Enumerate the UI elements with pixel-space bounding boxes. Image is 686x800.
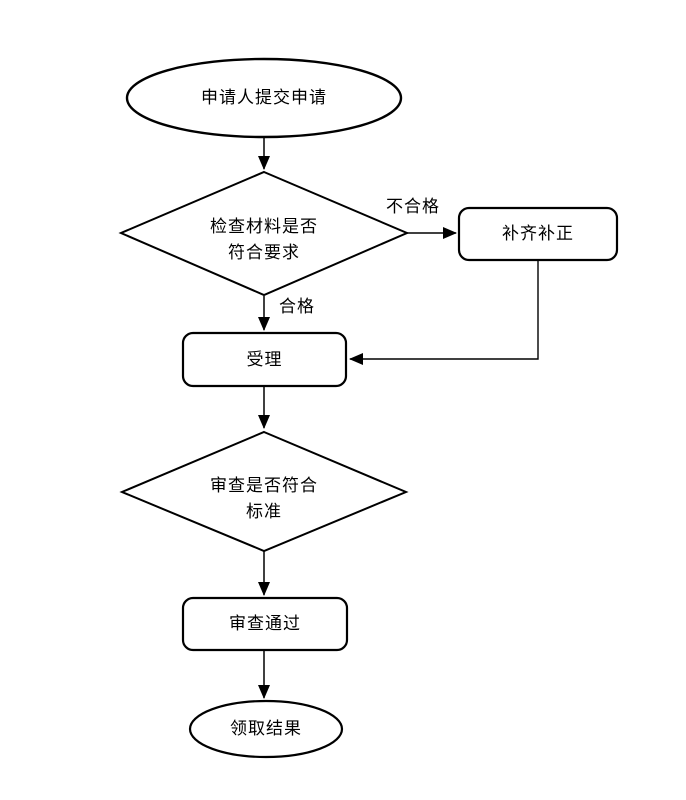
supplement-process-shape xyxy=(457,206,619,262)
check-decision-shape xyxy=(118,170,410,297)
supplement-node-label: 补齐补正 xyxy=(502,224,574,243)
review-node-label: 审查是否符合 标准 xyxy=(144,470,384,528)
end-terminator-shape xyxy=(188,699,344,759)
passed-node-label: 审查通过 xyxy=(229,614,301,633)
passed-process-shape xyxy=(181,596,349,652)
check-node-label-line2: 符合要求 xyxy=(228,243,300,262)
accept-node-label: 受理 xyxy=(246,349,283,369)
check-node-label: 检查材料是否 符合要求 xyxy=(144,211,384,269)
review-node-label-line2: 标准 xyxy=(246,502,282,521)
end-node-label: 领取结果 xyxy=(230,719,302,738)
edge-supplement-to-accept xyxy=(349,260,539,365)
fail-edge-label: 不合格 xyxy=(386,197,440,216)
check-node-label-line1: 检查材料是否 xyxy=(210,217,318,236)
start-terminator-shape xyxy=(125,57,403,139)
start-node-label: 申请人提交申请 xyxy=(201,88,327,107)
review-node-label-line1: 审查是否符合 xyxy=(210,476,318,495)
accept-process-shape xyxy=(181,331,348,388)
review-decision-shape xyxy=(119,430,409,553)
pass-edge-label: 合格 xyxy=(279,297,315,316)
